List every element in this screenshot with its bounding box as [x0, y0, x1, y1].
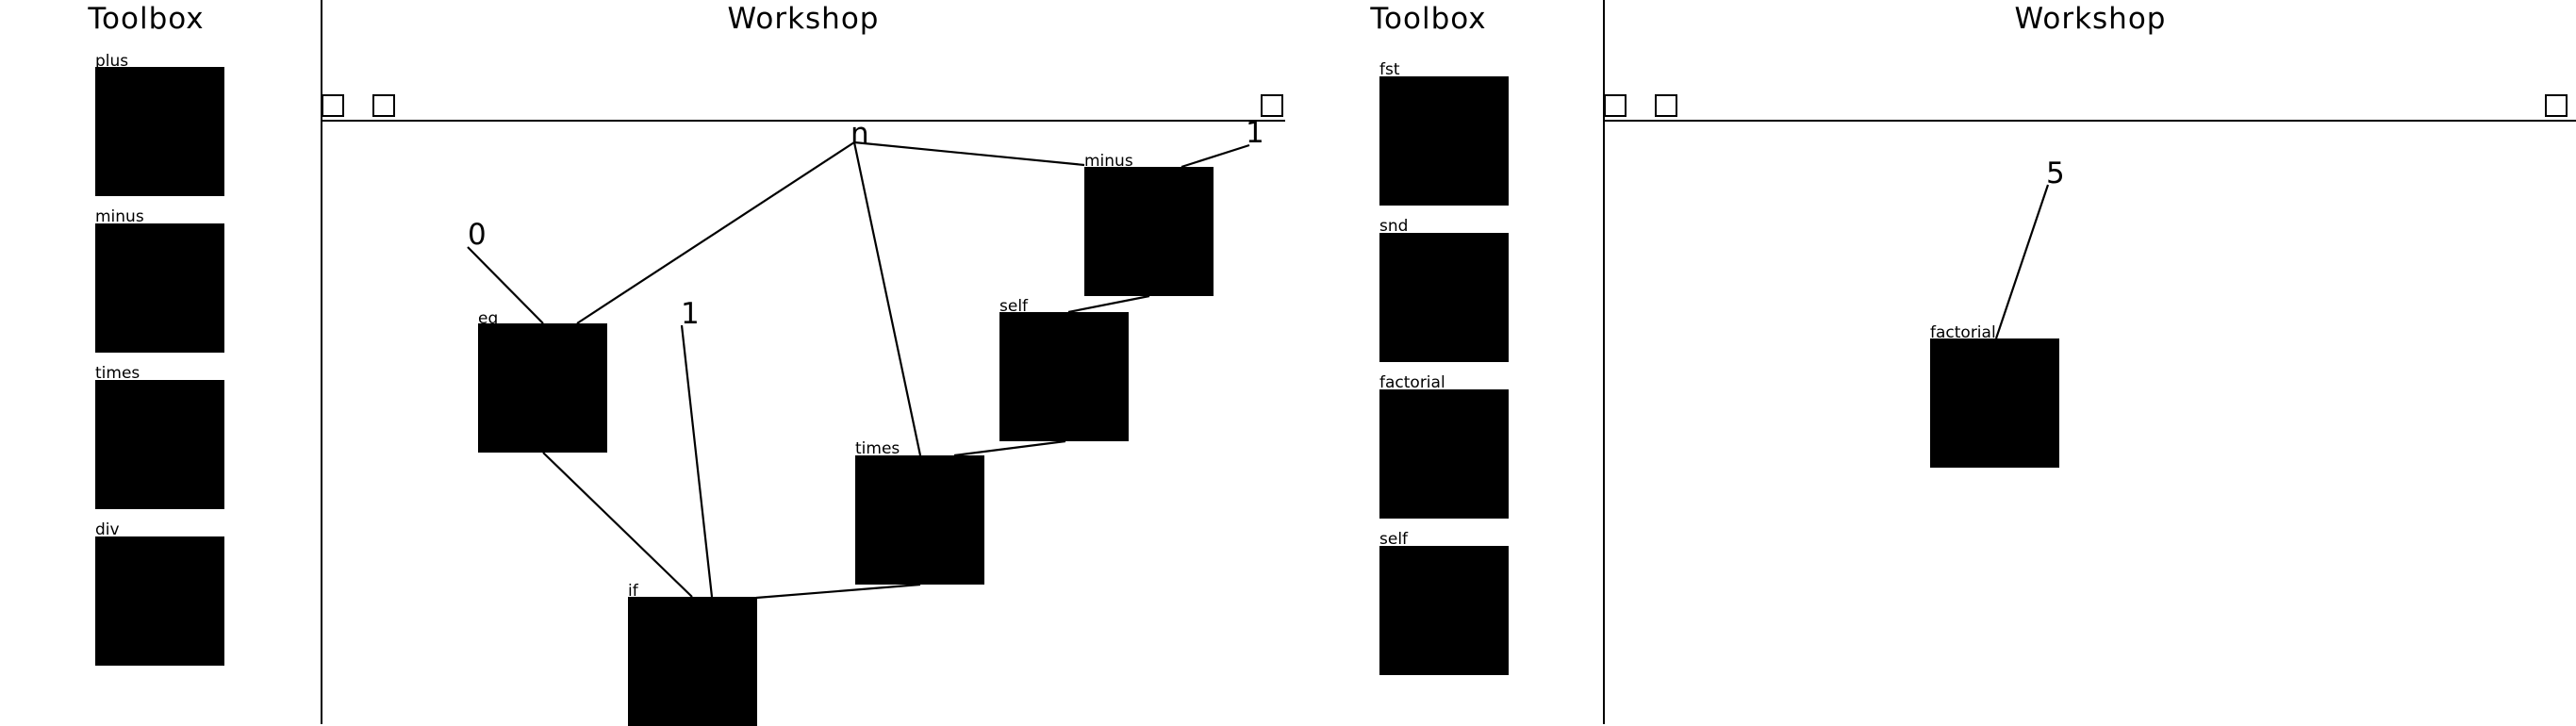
input-rail-2 [1604, 120, 2576, 122]
tool-snd[interactable] [1379, 233, 1509, 362]
tool-label-div: div [95, 520, 120, 539]
tool-label-factorial: factorial [1379, 373, 1445, 392]
tool-times[interactable] [95, 380, 224, 509]
input-rail [322, 120, 1285, 122]
tool-fst[interactable] [1379, 76, 1509, 206]
tool-label-times: times [95, 364, 140, 383]
block-label-minus: minus [1084, 152, 1133, 171]
input-port-1[interactable] [322, 94, 344, 117]
tool-plus[interactable] [95, 67, 224, 196]
block-if[interactable] [628, 597, 757, 726]
tool-div[interactable] [95, 536, 224, 666]
block-minus[interactable] [1084, 167, 1214, 296]
tool-label-snd: snd [1379, 217, 1409, 236]
constant-one-minus[interactable]: 1 [1246, 116, 1264, 150]
block-factorial[interactable] [1930, 338, 2059, 468]
constant-five[interactable]: 5 [2046, 157, 2065, 190]
workshop-title-2: Workshop [2014, 2, 2167, 36]
tool-factorial[interactable] [1379, 389, 1509, 519]
tool-label-self: self [1379, 530, 1409, 549]
input-port-2-2[interactable] [1655, 94, 1677, 117]
block-label-self: self [999, 297, 1029, 316]
workshop-panel-2: Workshop [1603, 0, 2576, 724]
tool-label-minus: minus [95, 207, 144, 226]
output-port[interactable] [1261, 94, 1283, 117]
output-port-2[interactable] [2545, 94, 2568, 117]
tool-self[interactable] [1379, 546, 1509, 675]
toolbox-title-2: Toolbox [1370, 2, 1487, 36]
toolbox-panel-1: Toolbox plus minus times div [0, 0, 321, 724]
toolbox-title: Toolbox [88, 2, 205, 36]
block-eq[interactable] [478, 323, 607, 453]
constant-zero[interactable]: 0 [468, 218, 487, 252]
tool-label-plus: plus [95, 52, 129, 71]
workshop-panel-1: Workshop [321, 0, 1605, 724]
workshop-title: Workshop [727, 2, 880, 36]
constant-one-if[interactable]: 1 [681, 297, 700, 331]
block-self[interactable] [999, 312, 1129, 441]
block-label-factorial: factorial [1930, 323, 1996, 342]
param-n[interactable]: n [850, 117, 869, 151]
tool-label-fst: fst [1379, 60, 1400, 79]
block-times[interactable] [855, 455, 984, 585]
input-port-2-1[interactable] [1604, 94, 1627, 117]
input-port-2[interactable] [372, 94, 395, 117]
tool-minus[interactable] [95, 223, 224, 353]
